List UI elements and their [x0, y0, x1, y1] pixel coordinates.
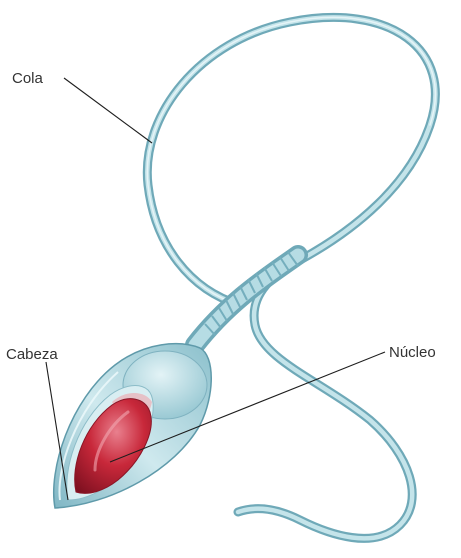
label-cabeza: Cabeza [6, 346, 58, 363]
tail-flagellum [147, 17, 435, 538]
tail-leader-line [64, 78, 152, 143]
head [54, 344, 212, 508]
midpiece [195, 252, 298, 345]
label-nucleo: Núcleo [389, 344, 436, 361]
label-cola: Cola [12, 70, 44, 87]
